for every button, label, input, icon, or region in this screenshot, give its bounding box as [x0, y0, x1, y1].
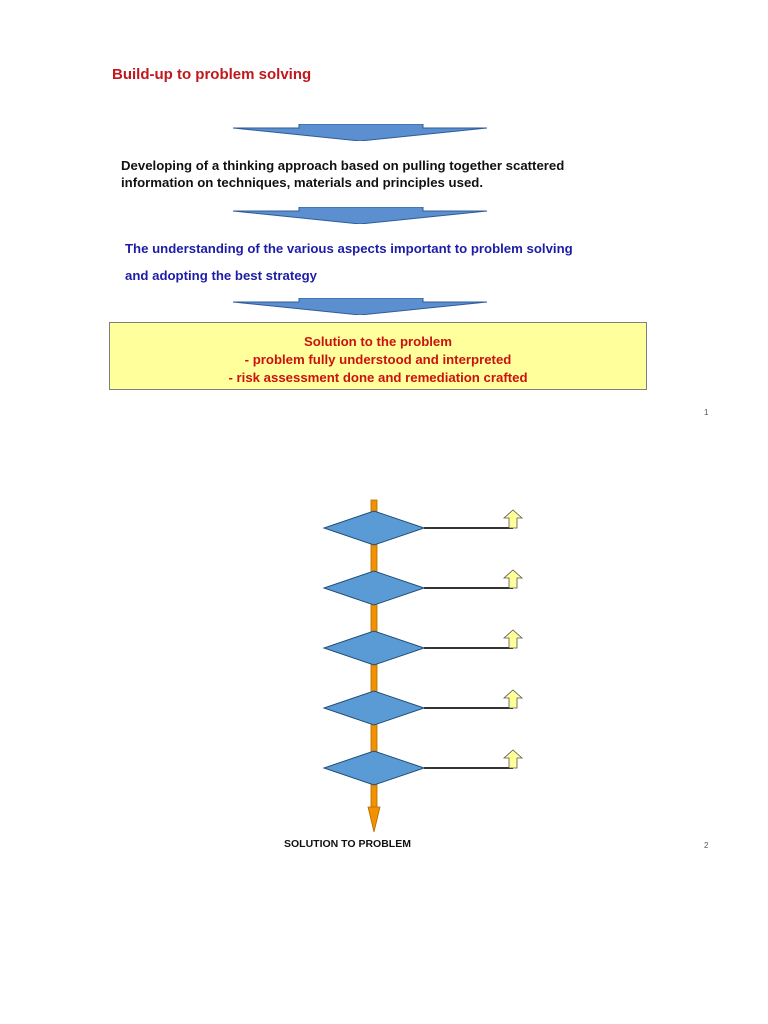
diamond-icon — [322, 570, 426, 606]
flow-diagram — [322, 499, 524, 833]
page-number: 1 — [704, 408, 709, 417]
understanding-line-1: The understanding of the various aspects… — [125, 241, 573, 256]
up-arrow-icon — [502, 569, 524, 589]
branch-line — [424, 700, 513, 709]
down-arrow-icon — [233, 207, 487, 224]
slide-title: Build-up to problem solving — [112, 66, 312, 83]
thinking-approach-line-2: information on techniques, materials and… — [121, 175, 483, 190]
decision-row — [322, 629, 524, 666]
branch-line — [424, 520, 513, 529]
up-arrow-icon — [502, 749, 524, 769]
decision-row — [322, 569, 524, 606]
understanding-text: The understanding of the various aspects… — [125, 240, 645, 285]
diamond-icon — [322, 510, 426, 546]
up-arrow-icon — [502, 689, 524, 709]
up-arrow-icon — [502, 629, 524, 649]
solution-box: Solution to the problem - problem fully … — [109, 322, 647, 390]
thinking-approach-text: Developing of a thinking approach based … — [121, 157, 641, 191]
down-arrow-icon — [233, 298, 487, 315]
diamond-icon — [322, 630, 426, 666]
branch-line — [424, 640, 513, 649]
solution-heading: Solution to the problem — [304, 334, 452, 349]
down-arrow-icon — [233, 124, 487, 141]
decision-rows — [322, 509, 524, 786]
understanding-line-2: and adopting the best strategy — [125, 268, 317, 283]
decision-row — [322, 749, 524, 786]
page-number: 2 — [704, 841, 709, 850]
diamond-icon — [322, 750, 426, 786]
solution-point-2: - risk assessment done and remediation c… — [228, 370, 528, 385]
solution-point-1: - problem fully understood and interpret… — [244, 352, 512, 367]
decision-row — [322, 509, 524, 546]
decision-row — [322, 689, 524, 726]
thinking-approach-line-1: Developing of a thinking approach based … — [121, 158, 565, 173]
branch-line — [424, 580, 513, 589]
branch-line — [424, 760, 513, 769]
diamond-icon — [322, 690, 426, 726]
up-arrow-icon — [502, 509, 524, 529]
flow-caption: SOLUTION TO PROBLEM — [284, 838, 411, 850]
